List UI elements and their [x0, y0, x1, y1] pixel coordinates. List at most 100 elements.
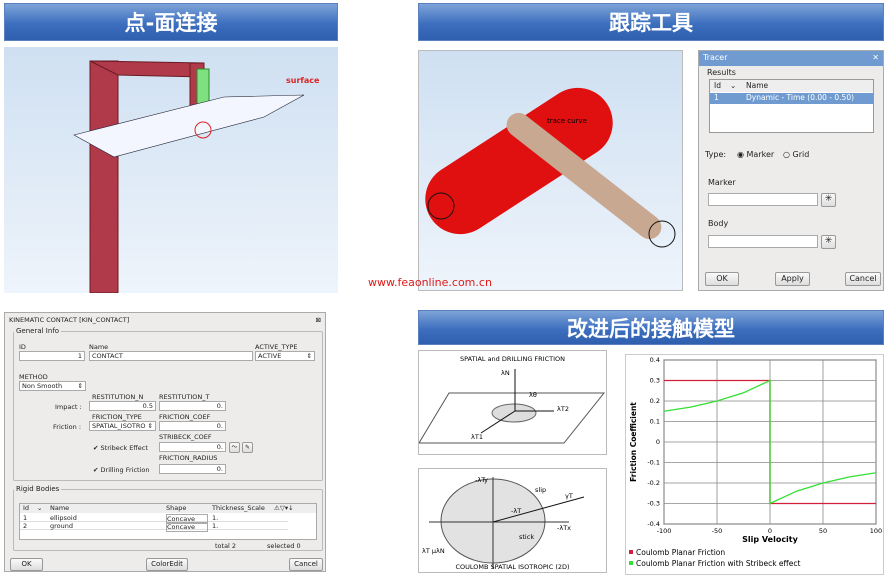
trace-curve-label: trace curve [547, 117, 587, 125]
friction-radius-input[interactable]: 0. [159, 464, 226, 474]
y-tick-label: 0.3 [650, 377, 660, 385]
label-lambda-mu: λT μλN [422, 547, 445, 555]
legend-label-1: Coulomb Planar Friction with Stribeck ef… [636, 559, 800, 568]
tracer-title: Tracer [703, 53, 728, 62]
point-surface-viewport: surface [4, 47, 338, 294]
cancel-button[interactable]: Cancel [845, 272, 881, 286]
x-axis-label: Slip Velocity [742, 535, 798, 544]
stribeck-coef-label: STRIBECK_COEF [159, 433, 212, 441]
close-icon[interactable]: ⊠ [315, 316, 321, 324]
restitution-t-label: RESTITUTION_T [159, 393, 210, 401]
stribeck-coef-input[interactable]: 0. [159, 442, 226, 452]
stribeck-checkbox[interactable]: ✔ Stribeck Effect [93, 444, 148, 452]
y-tick-label: 0.4 [650, 356, 660, 364]
row-name: ground [50, 522, 73, 530]
restitution-t-input[interactable]: 0. [159, 401, 226, 411]
general-info-group: General Info [13, 327, 323, 481]
table-tool-icons[interactable]: ⚠▽▾↓ [274, 504, 294, 512]
general-info-legend: General Info [16, 327, 60, 335]
friction-radius-label: FRICTION_RADIUS [159, 454, 218, 462]
tracer-dialog: Tracer ✕ Results Id ⌄ Name 1 Dynamic - Time … [698, 50, 884, 291]
pick-body-button[interactable]: ✳ [821, 235, 836, 249]
active-type-label: ACTIVE_TYPE [255, 343, 298, 351]
ok-button[interactable]: OK [10, 558, 43, 571]
curve-icon[interactable]: 〜 [229, 442, 240, 453]
sort-icon[interactable]: ⌄ [730, 81, 737, 90]
name-input[interactable]: CONTACT [89, 351, 253, 361]
active-type-select[interactable]: ACTIVE⇕ [255, 351, 315, 361]
radio-marker[interactable]: ◉ Marker [737, 150, 775, 159]
selected-count: selected 0 [267, 542, 301, 550]
row-id: 1 [23, 514, 28, 522]
row-shape-select[interactable]: Concave [166, 522, 208, 532]
rigid-bodies-group: Rigid Bodies [13, 485, 323, 551]
x-tick-label: 100 [870, 527, 882, 535]
rigid-bodies-table[interactable]: Id ⌄ Name Shape Thickness_Scale ⚠▽▾↓ 1 el… [19, 503, 317, 540]
x-tick-label: 50 [819, 527, 827, 535]
results-label: Results [707, 68, 736, 77]
label-lambda-n: λN [501, 369, 510, 377]
total-count: total 2 [215, 542, 237, 550]
label-lambda-ty: -λTy [475, 476, 488, 484]
y-tick-label: 0.1 [650, 418, 660, 426]
row-scale: 1. [212, 514, 219, 522]
legend-label-0: Coulomb Planar Friction [636, 548, 725, 557]
type-label: Type: [705, 150, 727, 159]
row-name: ellipsoid [50, 514, 77, 522]
edit-curve-icon[interactable]: ✎ [242, 442, 253, 453]
dialog-title: KINEMATIC CONTACT [KIN_CONTACT] [9, 316, 130, 324]
x-tick-label: -100 [657, 527, 672, 535]
col-id: Id [714, 81, 721, 90]
col-name: Name [50, 504, 70, 512]
body-input[interactable] [708, 235, 818, 248]
label-lambda-t1: λT1 [471, 433, 483, 441]
table-row[interactable]: 1 ellipsoid Concave 1. [20, 514, 288, 524]
col-id: Id [23, 504, 30, 512]
cancel-button[interactable]: Cancel [289, 558, 323, 571]
close-icon[interactable]: ✕ [872, 53, 879, 62]
table-header: Id ⌄ Name Shape Thickness_Scale ⚠▽▾↓ [20, 504, 316, 513]
ok-button[interactable]: OK [705, 272, 739, 286]
label-slip: slip [535, 486, 547, 494]
row-id: 2 [23, 522, 28, 530]
panel-title-tracer: 跟踪工具 [418, 3, 884, 41]
row-scale: 1. [212, 522, 219, 530]
spatial-drilling-diagram: SPATIAL and DRILLING FRICTION λN λθ λT2 … [418, 350, 607, 455]
row-shape-select[interactable]: Concave [166, 514, 208, 524]
col-thickness: Thickness_Scale [212, 504, 265, 512]
sort-icon[interactable]: ⌄ [37, 504, 43, 512]
table-row[interactable]: 1 Dynamic - Time (0.00 - 0.50) [710, 93, 873, 104]
results-table[interactable]: Id ⌄ Name 1 Dynamic - Time (0.00 - 0.50) [709, 79, 874, 133]
marker-input[interactable] [708, 193, 818, 206]
table-row[interactable]: 2 ground Concave 1. [20, 522, 288, 532]
apply-button[interactable]: Apply [775, 272, 810, 286]
pick-marker-button[interactable]: ✳ [821, 193, 836, 207]
radio-grid[interactable]: ○ Grid [783, 150, 810, 159]
y-tick-label: -0.2 [647, 479, 660, 487]
col-name: Name [746, 81, 769, 90]
stribeck-label: Stribeck Effect [100, 444, 148, 452]
y-tick-label: -0.3 [647, 500, 660, 508]
legend-swatch-0 [629, 550, 633, 554]
friction-type-select[interactable]: SPATIAL_ISOTRO⇕ [89, 421, 156, 431]
surface-label: surface [286, 76, 320, 85]
row-name: Dynamic - Time (0.00 - 0.50) [746, 93, 855, 102]
y-tick-label: -0.4 [647, 520, 660, 528]
col-shape: Shape [166, 504, 187, 512]
method-value: Non Smooth [22, 382, 63, 390]
coloredit-button[interactable]: ColorEdit [146, 558, 188, 571]
method-select[interactable]: Non Smooth⇕ [19, 381, 86, 391]
restitution-n-input[interactable]: 0.5 [89, 401, 156, 411]
friction-coef-input[interactable]: 0. [159, 421, 226, 431]
tracer-titlebar: Tracer ✕ [699, 51, 883, 66]
label-lambda-tx: -λTx [557, 524, 572, 532]
drilling-checkbox[interactable]: ✔ Drilling Friction [93, 466, 150, 474]
active-type-value: ACTIVE [258, 352, 282, 360]
y-tick-label: -0.1 [647, 459, 660, 467]
restitution-n-label: RESTITUTION_N [92, 393, 144, 401]
kinematic-contact-dialog: KINEMATIC CONTACT [KIN_CONTACT] ⊠ Genera… [4, 312, 326, 572]
row-id: 1 [714, 93, 719, 102]
id-input[interactable]: 1 [19, 351, 85, 361]
